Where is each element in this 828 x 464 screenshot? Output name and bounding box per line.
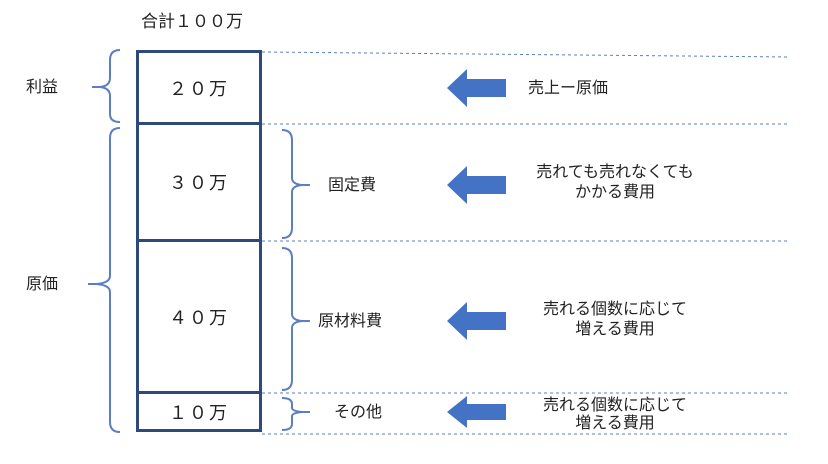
- description-profit: 売上ー原価: [528, 78, 609, 97]
- category-label-other: その他: [334, 402, 383, 421]
- segment-fixed: ３０万: [136, 122, 262, 242]
- category-label-material: 原材料費: [318, 311, 383, 330]
- description-other: 売れる個数に応じて 増える費用: [515, 397, 715, 431]
- description-line: かかる費用: [574, 182, 655, 201]
- other-bracket: [281, 397, 303, 431]
- material-bracket: [281, 247, 303, 391]
- profit-bracket: [99, 49, 121, 123]
- description-line: 売れても売れなくても: [536, 162, 694, 181]
- description-line: 増える費用: [575, 413, 655, 432]
- cost-bracket: [95, 127, 121, 433]
- group-label-cost: 原価: [26, 274, 59, 293]
- segment-profit: ２０万: [136, 50, 262, 125]
- description-fixed: 売れても売れなくても かかる費用: [515, 164, 715, 200]
- description-material: 売れる個数に応じて 増える費用: [515, 301, 715, 337]
- dashed-guide-line: [261, 51, 791, 58]
- arrow-left-icon: [447, 396, 506, 428]
- segment-other: １０万: [136, 391, 262, 432]
- total-label: 合計１００万: [141, 12, 243, 32]
- arrow-left-icon: [447, 69, 506, 107]
- category-label-fixed: 固定費: [328, 175, 377, 194]
- segment-material: ４０万: [136, 239, 262, 394]
- description-line: 売れる個数に応じて: [542, 299, 687, 318]
- arrow-left-icon: [447, 166, 506, 204]
- description-line: 増える費用: [575, 319, 655, 338]
- group-label-profit: 利益: [26, 77, 59, 96]
- fixed-bracket: [281, 129, 303, 239]
- description-line: 売れる個数に応じて: [542, 395, 687, 414]
- stacked-box: ２０万 ３０万 ４０万 １０万: [136, 50, 262, 432]
- arrow-left-icon: [447, 302, 506, 340]
